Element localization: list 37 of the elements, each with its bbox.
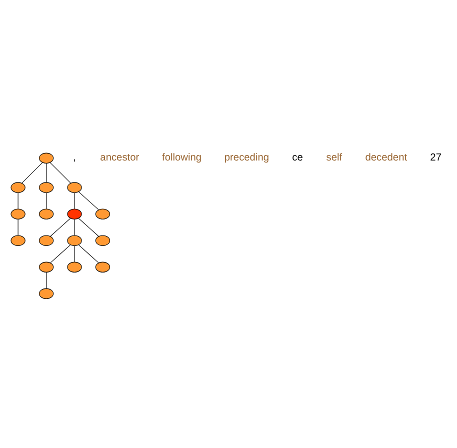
node-circle <box>67 208 82 219</box>
node-circle <box>67 234 82 246</box>
node-circle <box>38 261 54 272</box>
connector <box>78 191 99 210</box>
label: , <box>73 152 76 164</box>
node-circle <box>95 234 110 246</box>
node-circle <box>95 208 110 219</box>
label: following <box>162 152 202 164</box>
node-circle <box>67 182 82 192</box>
connector <box>46 272 47 288</box>
label: ce <box>292 152 303 164</box>
node-circle <box>10 234 26 246</box>
connector <box>22 162 43 183</box>
label: preceding <box>224 152 270 164</box>
node-circle <box>38 288 54 299</box>
label: decedent <box>365 152 408 164</box>
connector <box>78 244 99 263</box>
connector <box>46 162 47 182</box>
node-circle <box>38 234 54 246</box>
label: ancestor <box>100 152 140 164</box>
connector <box>46 192 47 209</box>
connector <box>50 162 71 183</box>
node-circle <box>95 261 110 272</box>
connector <box>74 218 75 236</box>
node-circle <box>67 261 82 272</box>
node-circle <box>38 152 54 164</box>
connector <box>50 218 71 236</box>
connector <box>74 245 75 262</box>
node-circle <box>38 182 54 192</box>
label: self <box>326 152 342 164</box>
node-circle <box>38 208 54 219</box>
label: 27 <box>430 152 442 164</box>
node-circle <box>10 208 26 219</box>
connector <box>74 192 75 209</box>
node-circle <box>10 182 26 192</box>
connector <box>50 244 71 263</box>
connector <box>78 218 99 236</box>
